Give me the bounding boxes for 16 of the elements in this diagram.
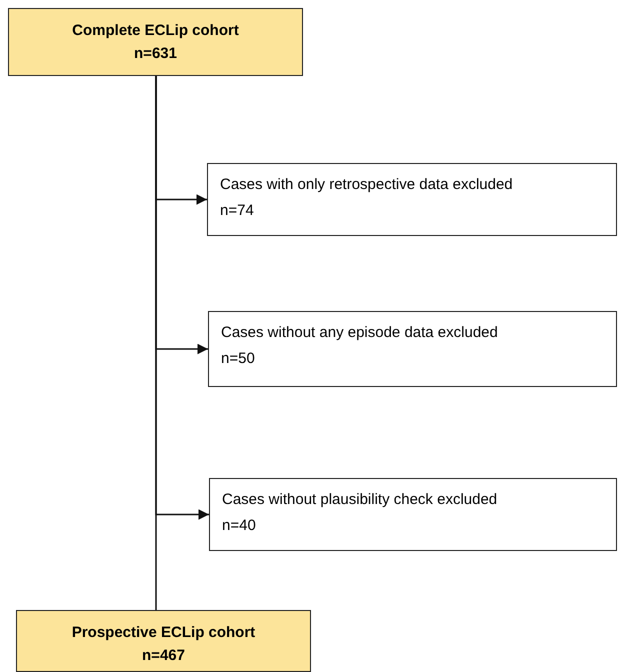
exclusion-box xyxy=(207,163,617,236)
exclusion-box xyxy=(209,478,617,551)
box-title: Prospective ECLip cohort xyxy=(70,623,256,643)
count-text: n=40 xyxy=(222,516,257,536)
count-text: n=74 xyxy=(220,201,255,221)
exclusion-box xyxy=(208,311,617,387)
count-text: n=631 xyxy=(133,44,178,64)
box-title: Cases without plausibility check excluded xyxy=(222,490,498,510)
arrow xyxy=(155,76,209,520)
box-title: Cases with only retrospective data excluded xyxy=(220,175,514,195)
box-title: Cases without any episode data excluded xyxy=(221,323,499,343)
count-text: n=50 xyxy=(221,349,256,369)
cohort-box xyxy=(8,8,303,76)
box-title: Complete ECLip cohort xyxy=(71,21,240,41)
cohort-box xyxy=(16,610,311,672)
count-text: n=467 xyxy=(141,646,186,666)
